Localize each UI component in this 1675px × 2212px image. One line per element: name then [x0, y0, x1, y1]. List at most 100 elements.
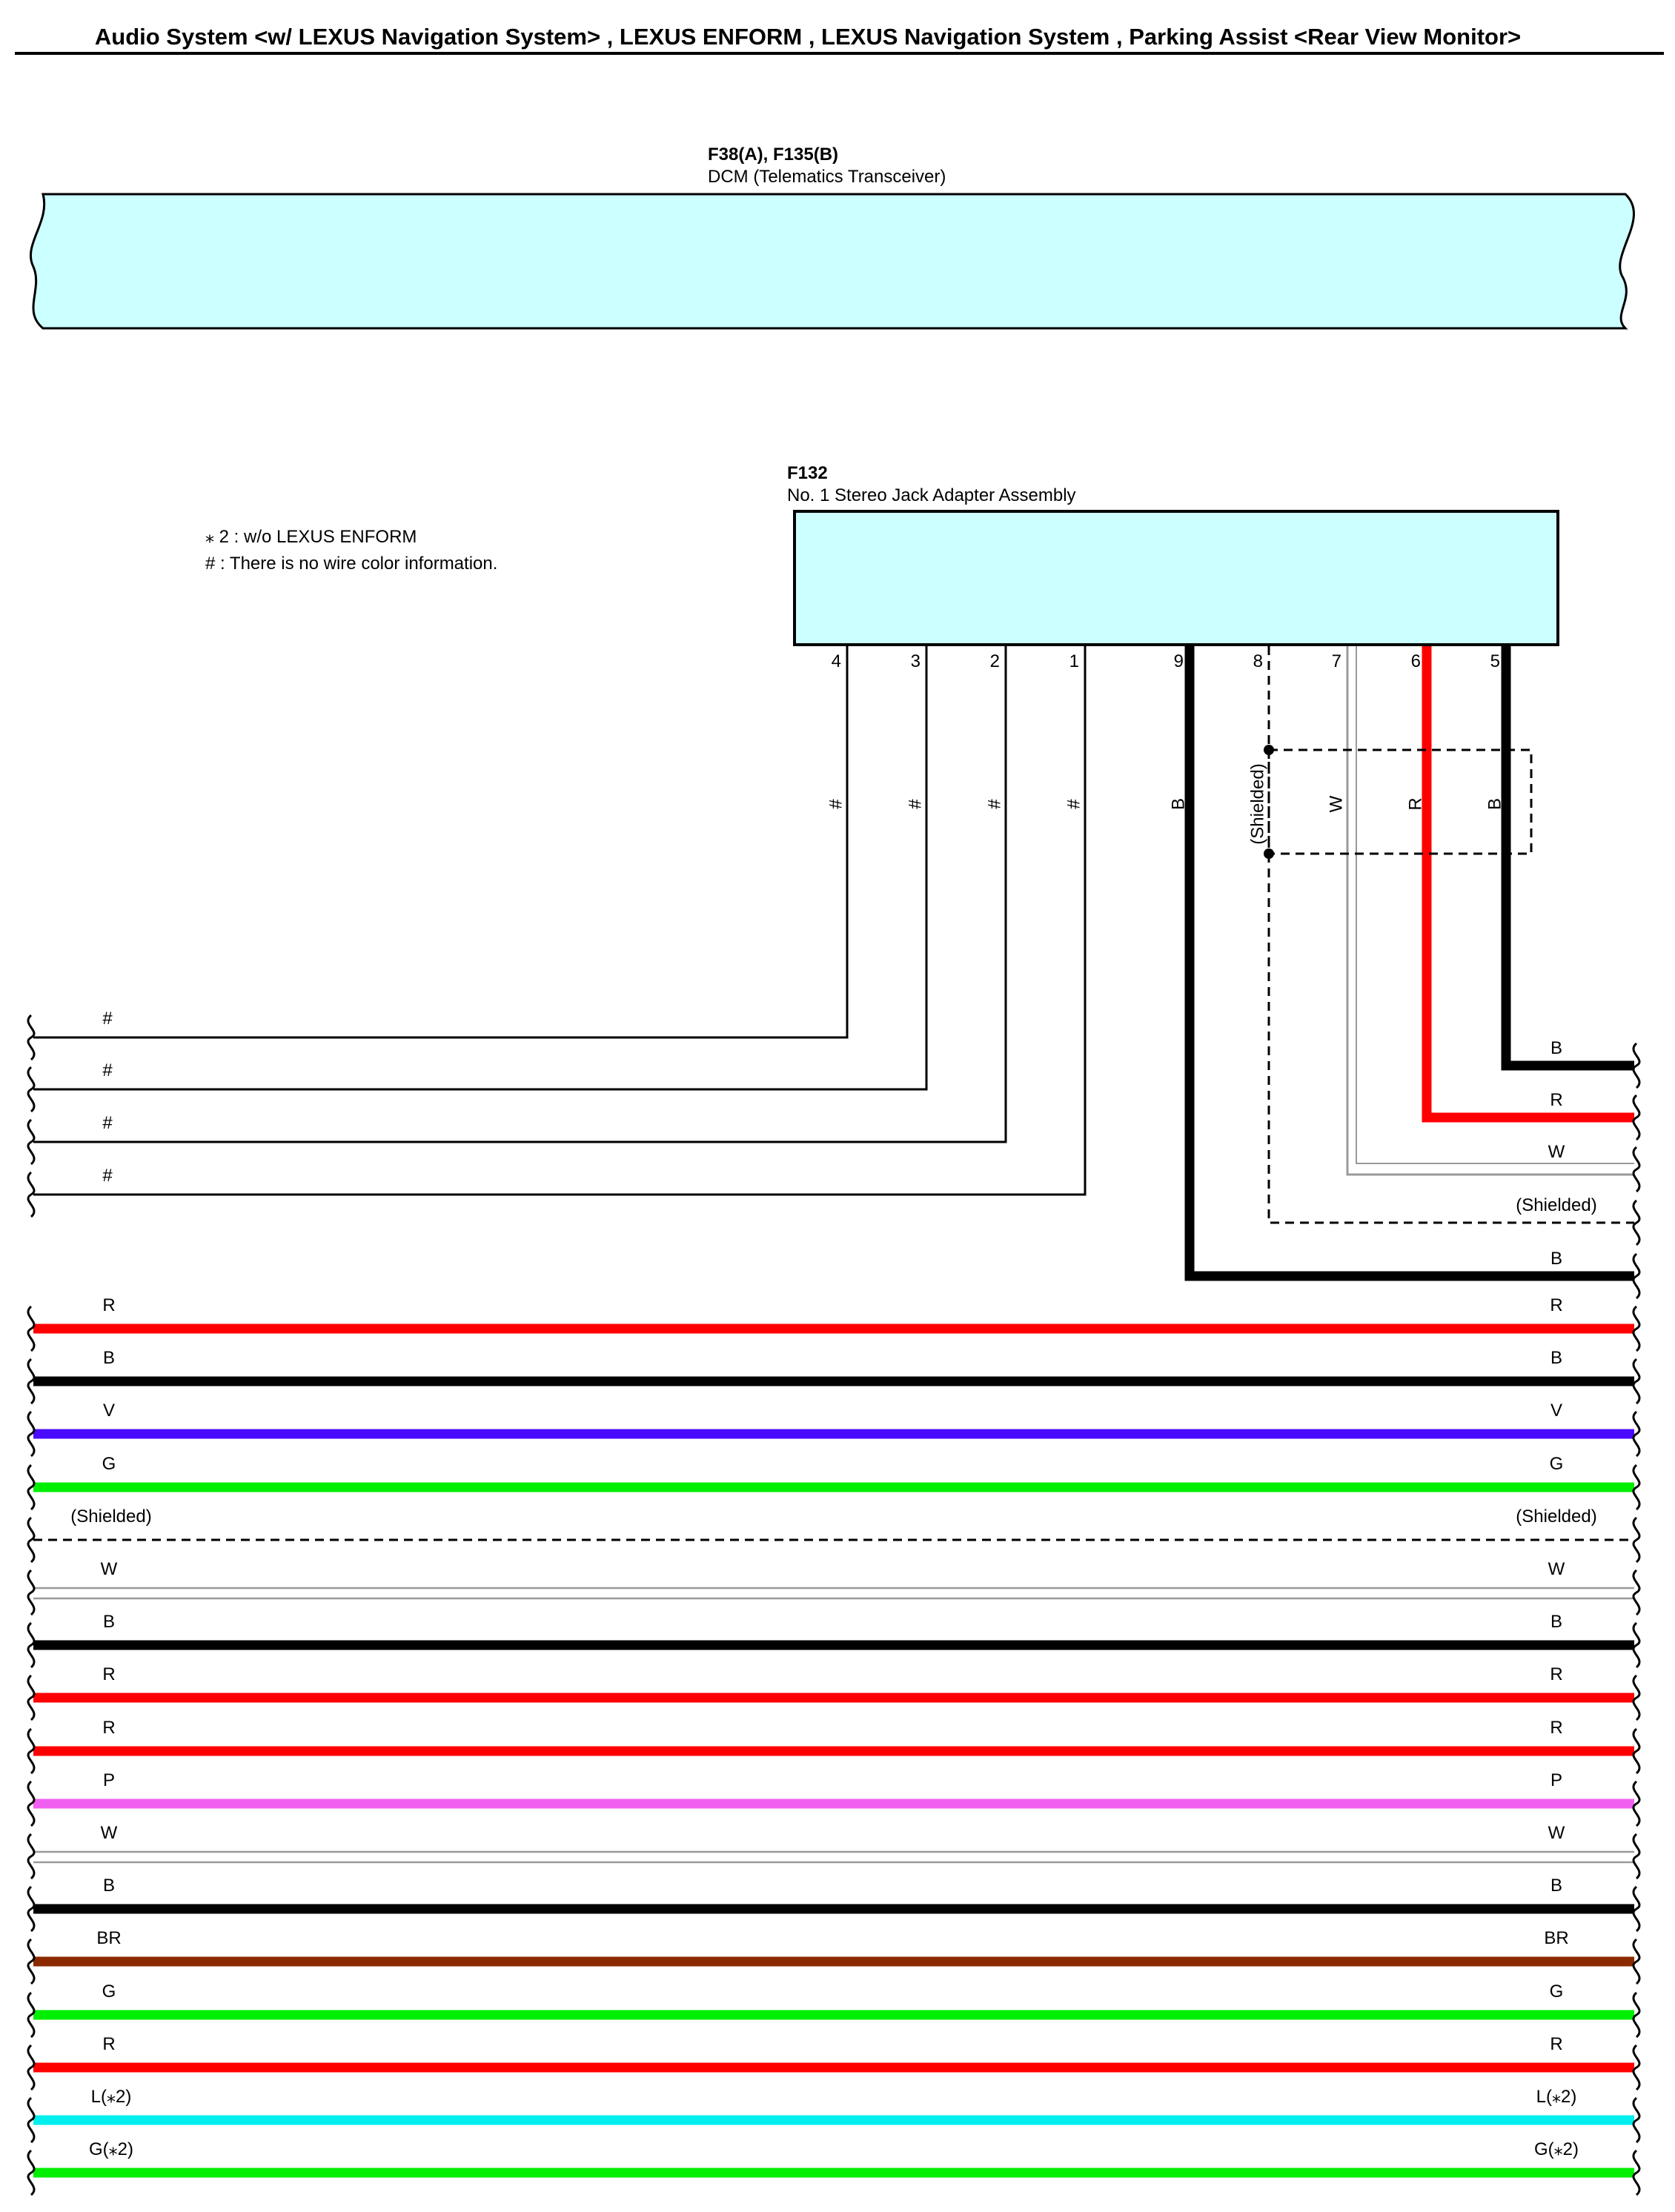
wire-pin8-shield [1267, 646, 1634, 1224]
through-wire-left-label: G(⁎2) [89, 2139, 133, 2159]
through-wire-right-label: B [1550, 1612, 1562, 1632]
note-hash: # : There is no wire color information. [205, 554, 497, 574]
right-branch-label: (Shielded) [1516, 1195, 1596, 1215]
wire-break-mark [27, 2149, 36, 2196]
pin-number-3: 3 [911, 651, 921, 671]
pin-wire-color-3: # [905, 799, 925, 809]
dcm-connector-body [29, 193, 1635, 330]
pin-wire-color-9: B [1168, 798, 1188, 810]
through-wire-left-label: B [103, 1348, 115, 1368]
wire-break-mark [27, 2044, 36, 2091]
through-wire-left-label: G [102, 1982, 116, 2002]
shield-box [1267, 748, 1533, 855]
wire-pin1 [33, 646, 1087, 1196]
pin-number-5: 5 [1490, 651, 1500, 671]
wire-break-mark [27, 1014, 36, 1061]
wire-break-mark [27, 1569, 36, 1616]
wire-break-mark [27, 1066, 36, 1113]
right-branch-label: B [1550, 1249, 1562, 1269]
wire-break-mark [27, 1464, 36, 1511]
wire-break-mark [1632, 1991, 1641, 2039]
through-wire-right-label: R [1550, 1718, 1562, 1738]
pin-wires [33, 646, 1634, 1281]
pin-number-4: 4 [832, 651, 841, 671]
right-branch-label: B [1550, 1038, 1562, 1058]
wire-break-mark [1632, 1042, 1641, 1089]
wire-break-mark [27, 1833, 36, 1880]
pin-wire-color-4: # [826, 799, 846, 809]
through-wire-left-label: B [103, 1876, 115, 1896]
right-branch-label: W [1548, 1142, 1565, 1162]
through-wire-left-label: G [102, 1454, 116, 1474]
wire-break-mark [27, 1305, 36, 1352]
pin-number-7: 7 [1332, 651, 1341, 671]
wire-break-mark [1632, 2149, 1641, 2196]
through-wire-right-label: W [1548, 1823, 1565, 1843]
through-wire-right-label: V [1550, 1401, 1562, 1421]
wire-break-mark [27, 1358, 36, 1405]
wire-break-mark [1632, 1199, 1641, 1246]
pin-wire-color-5: B [1485, 798, 1505, 810]
wire-break-mark [27, 1118, 36, 1166]
wire-break-mark [1632, 1252, 1641, 1300]
pin-number-2: 2 [990, 651, 1000, 671]
left-hash-label: # [102, 1166, 113, 1186]
wire-break-mark [1632, 1938, 1641, 1985]
wire-break-mark [1632, 2096, 1641, 2144]
through-wire-left-label: R [102, 1295, 115, 1315]
left-hash-label: # [102, 1009, 113, 1029]
wire-break-mark [27, 1938, 36, 1985]
wire-break-mark [1632, 1516, 1641, 1564]
through-wire-left-label: W [101, 1823, 118, 1843]
left-hash-label: # [102, 1113, 113, 1133]
through-wire-right-label: W [1548, 1559, 1565, 1579]
wire-break-mark [1632, 1674, 1641, 1721]
pin-wire-color-8: (Shielded) [1247, 763, 1267, 844]
pin-wire-color-2: # [984, 799, 1004, 809]
through-wire-right-label: G [1550, 1454, 1564, 1474]
through-wire-left-label: B [103, 1612, 115, 1632]
wire-pin5 [1501, 646, 1634, 1071]
through-wire-right-label: B [1550, 1876, 1562, 1896]
shield-splice-bottom [1264, 848, 1274, 859]
through-wire-left-label: BR [96, 1928, 121, 1948]
wire-break-mark [27, 1991, 36, 2039]
pin-number-1: 1 [1069, 651, 1079, 671]
wire-break-mark [27, 1674, 36, 1721]
page-title: Audio System <w/ LEXUS Navigation System… [95, 24, 1521, 50]
through-wire-left-label: (Shielded) [70, 1507, 151, 1527]
wire-break-mark [27, 1516, 36, 1564]
wire-break-mark [27, 2096, 36, 2144]
wire-break-mark [1632, 1305, 1641, 1352]
wire-break-mark [27, 1780, 36, 1827]
wire-pin7-b [1356, 646, 1634, 1164]
pin-wire-color-7: W [1326, 795, 1346, 812]
left-hash-labels: #### [102, 1009, 113, 1186]
wire-break-mark [1632, 1358, 1641, 1405]
wire-break-mark [1632, 1146, 1641, 1193]
wire-break-mark [1632, 1885, 1641, 1933]
pin-number-6: 6 [1411, 651, 1421, 671]
wire-pin9 [1184, 646, 1634, 1281]
wire-break-mark [27, 1171, 36, 1218]
through-wire-left-label: R [102, 2034, 115, 2054]
through-wire-right-label: L(⁎2) [1536, 2087, 1577, 2107]
through-wire-right-label: G(⁎2) [1534, 2139, 1579, 2159]
through-wire-left-label: L(⁎2) [91, 2087, 132, 2107]
wire-break-mark [27, 1885, 36, 1933]
dcm-code: F38(A), F135(B) [708, 145, 838, 165]
wire-break-mark [1632, 1464, 1641, 1511]
wire-pin6 [1422, 646, 1634, 1123]
wire-pin7-a [1346, 646, 1634, 1176]
through-wire-left-label: P [103, 1770, 115, 1790]
through-wire-left-label: R [102, 1718, 115, 1738]
through-wire-right-label: B [1550, 1348, 1562, 1368]
wire-pin4 [33, 646, 849, 1039]
wire-break-mark [1632, 1094, 1641, 1141]
pin-wire-color-6: R [1405, 797, 1425, 810]
pin-wire-color-1: # [1064, 799, 1084, 809]
pin-number-8: 8 [1253, 651, 1263, 671]
wire-break-mark [1632, 1569, 1641, 1616]
wire-break-mark [27, 1727, 36, 1775]
